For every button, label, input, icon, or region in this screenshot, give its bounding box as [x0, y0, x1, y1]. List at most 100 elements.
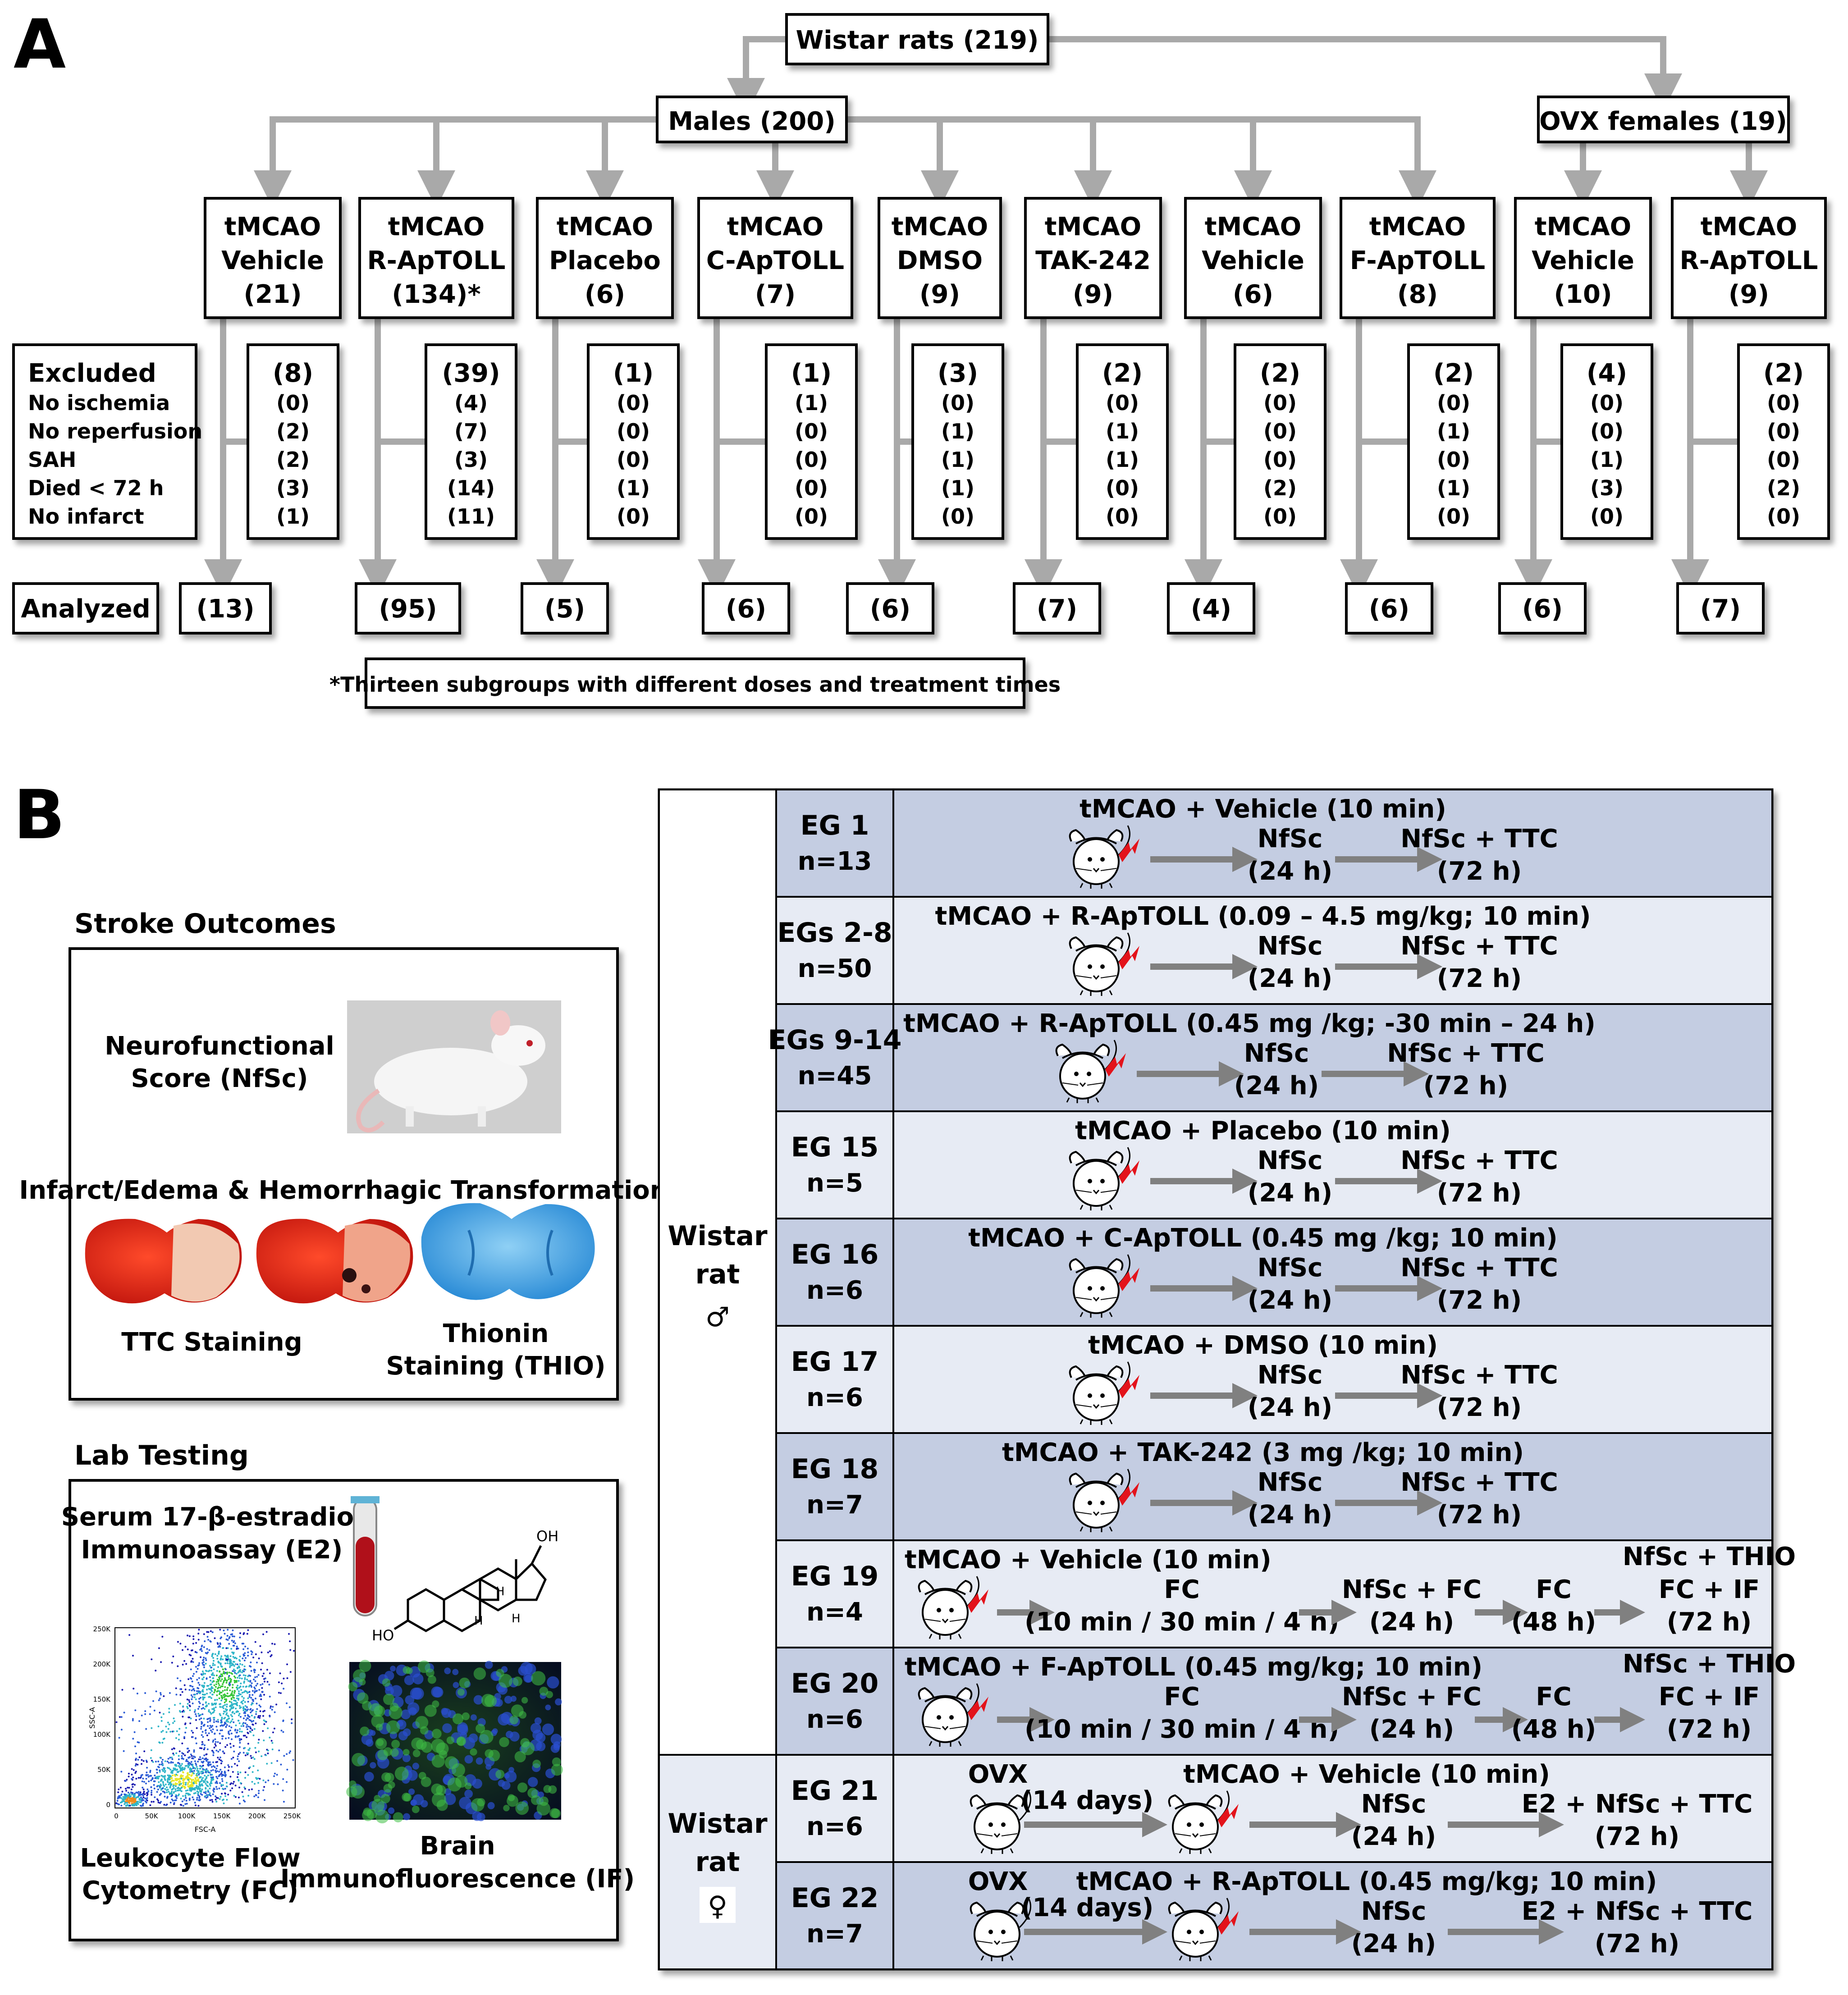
male-symbol: ♂ [705, 1301, 730, 1333]
eg-9-title: tMCAO + F-ApTOLL (0.45 mg/kg; 10 min) [905, 1653, 1482, 1682]
root-label: Wistar rats (219) [796, 26, 1038, 55]
lightning-icon [1119, 1375, 1139, 1398]
group-4-excl-4: (0) [795, 476, 828, 500]
group-6-line2: TAK-242 [1035, 246, 1151, 275]
group-9-excl-0: (4) [1587, 359, 1627, 388]
group-10-excl-2: (0) [1767, 419, 1800, 443]
eg-11-title: tMCAO + R-ApTOLL (0.45 mg/kg; 10 min) [1076, 1867, 1657, 1896]
eg-9-s4b: FC + IF [1659, 1682, 1760, 1712]
group-5-excl-0: (3) [938, 359, 978, 388]
flow-label-1: Leukocyte Flow [80, 1844, 300, 1873]
group-2-line2: R-ApTOLL [367, 246, 506, 275]
eg-2-s1a: NfSc [1258, 931, 1323, 961]
eg-8-label: EG 19 [791, 1561, 879, 1592]
eg-5-s1b: (24 h) [1248, 1286, 1332, 1315]
ttc-brain-2 [256, 1219, 413, 1304]
group-3-excl-0: (1) [613, 359, 654, 388]
group-7-analyzed: (4) [1167, 582, 1255, 635]
lightning-icon [1119, 946, 1139, 969]
eg-6-label: EG 17 [791, 1346, 879, 1378]
group-8-line2: F-ApTOLL [1350, 246, 1485, 275]
group-4-excl-5: (0) [795, 504, 828, 529]
eg-7-title: tMCAO + TAK-242 (3 mg /kg; 10 min) [1002, 1438, 1524, 1467]
group-2-exclusions: (39)(4)(7)(3)(14)(11) [425, 343, 517, 540]
group-9-analyzed-count: (6) [1522, 594, 1563, 624]
group-5-excl-2: (1) [941, 419, 974, 443]
eg-3-n: n=45 [798, 1061, 872, 1091]
thio-label-1: Thionin [443, 1319, 549, 1348]
eg-3-title: tMCAO + R-ApTOLL (0.45 mg /kg; -30 min –… [903, 1009, 1596, 1038]
eg-10-s1b: (24 h) [1351, 1822, 1436, 1851]
footnote-box: *Thirteen subgroups with different doses… [329, 657, 1061, 709]
group-3-exclusions: (1)(0)(0)(0)(1)(0) [587, 343, 680, 540]
analyzed-title: Analyzed [21, 594, 150, 624]
group-1-line2: Vehicle [221, 246, 324, 275]
group-9-excl-5: (0) [1590, 504, 1624, 529]
group-1-excl-4: (3) [276, 476, 310, 500]
eg-5-s2a: NfSc + TTC [1400, 1253, 1558, 1283]
eg-2-s2b: (72 h) [1437, 964, 1522, 993]
group-8-excl-2: (1) [1437, 419, 1470, 443]
group-6-exclusions: (2)(0)(1)(1)(0)(0) [1076, 343, 1169, 540]
rat-icon [1069, 1469, 1130, 1532]
group-4-analyzed: (6) [702, 582, 790, 635]
eg-9-s2a: NfSc + FC [1342, 1682, 1482, 1712]
facs-y-tick-0: 0 [106, 1801, 110, 1809]
group-2-analyzed-count: (95) [379, 594, 437, 624]
eg-4-s2a: NfSc + TTC [1400, 1146, 1558, 1175]
group-7-line1: tMCAO [1205, 212, 1302, 242]
eg-10-s2a: E2 + NfSc + TTC [1522, 1790, 1753, 1819]
group-7-excl-0: (2) [1260, 359, 1300, 388]
eg-2-n: n=50 [798, 954, 872, 983]
group-2-line1: tMCAO [388, 212, 485, 242]
group-7-analyzed-count: (4) [1191, 594, 1231, 624]
nfsc-label-2: Score (NfSc) [131, 1064, 308, 1093]
group-2-excl-5: (11) [447, 504, 495, 529]
group-4-excl-3: (0) [795, 447, 828, 472]
group-9-excl-4: (3) [1590, 476, 1624, 500]
group-8-analyzed: (6) [1345, 582, 1433, 635]
lightning-icon [1218, 1911, 1239, 1935]
group-5-excl-1: (0) [941, 391, 974, 415]
rat-icon [1069, 1147, 1130, 1210]
eg-3-s1a: NfSc [1244, 1039, 1309, 1068]
facs-y-axis-label: SSC-A [88, 1707, 96, 1729]
footnote-text: *Thirteen subgroups with different doses… [329, 672, 1061, 697]
eg-1-label: EG 1 [800, 810, 869, 841]
brain-label-2: Immunofluorescence (IF) [280, 1864, 635, 1894]
rat-photo [347, 1000, 561, 1133]
eg-5-s1a: NfSc [1258, 1253, 1323, 1283]
group-7-line2: Vehicle [1202, 246, 1304, 275]
eg-8-s3a: FC [1536, 1575, 1571, 1604]
eg-9-label: EG 20 [791, 1668, 879, 1699]
males-label: Males (200) [668, 107, 836, 136]
lightning-icon [1119, 1482, 1139, 1506]
group-8-excl-4: (1) [1437, 476, 1470, 500]
eg-9-s4a: NfSc + THIO [1623, 1649, 1796, 1679]
group-10-analyzed: (7) [1676, 582, 1765, 635]
group-6-analyzed-count: (7) [1037, 594, 1077, 624]
group-8-excl-1: (0) [1437, 391, 1470, 415]
eg-8-n: n=4 [806, 1598, 863, 1627]
group-6-excl-4: (0) [1106, 476, 1139, 500]
ho-label: HO [372, 1627, 394, 1644]
group-8-exclusions: (2)(0)(1)(0)(1)(0) [1407, 343, 1500, 540]
treatment-groups: tMCAOVehicle(21)(8)(0)(2)(2)(3)(1)(13)tM… [179, 197, 1830, 635]
group-7-excl-1: (0) [1263, 391, 1297, 415]
group-10-count: (9) [1729, 280, 1769, 309]
lightning-icon [1218, 1804, 1239, 1827]
eg-3-label: EGs 9-14 [768, 1024, 902, 1056]
